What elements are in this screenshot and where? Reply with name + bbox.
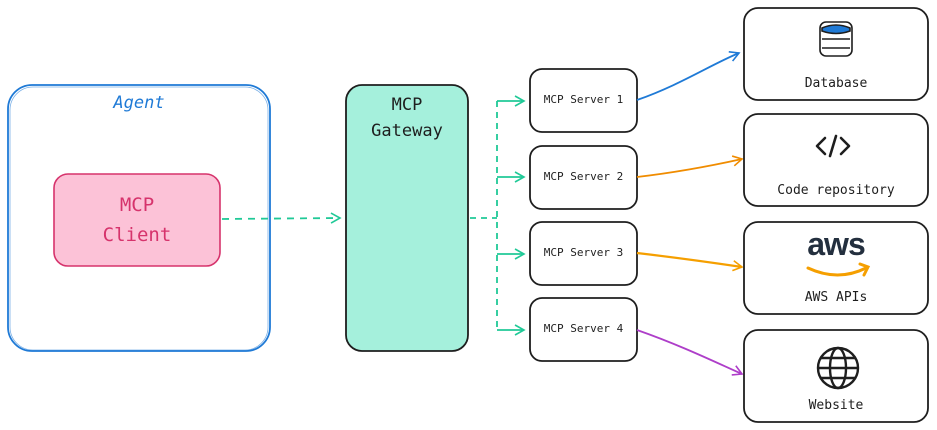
mcp-gateway-box	[345, 84, 469, 352]
website-box	[743, 329, 929, 423]
mcp-gateway-label-line-2: Gateway	[371, 121, 443, 141]
agent-box-sketch-line	[9, 86, 269, 351]
mcp-server-1-box	[529, 68, 638, 133]
server-4-to-website-arrow	[636, 329, 744, 376]
aws-apis-box	[743, 221, 929, 315]
mcp-server-4-box	[529, 297, 638, 362]
aws-logo-icon: aws	[807, 226, 865, 262]
aws-smile-icon	[806, 262, 871, 277]
mcp-server-1-label: MCP Server 1	[543, 93, 624, 106]
mcp-gateway-label-line-1: MCP	[391, 95, 423, 115]
mcp-client-label-line-1: MCP	[119, 194, 155, 216]
database-icon	[819, 21, 853, 57]
mcp-server-2-box	[529, 145, 638, 210]
mcp-server-4-label: MCP Server 4	[543, 322, 624, 335]
mcp-server-3-label: MCP Server 3	[543, 246, 624, 259]
mcp-client-label-line-2: Client	[102, 224, 172, 246]
client-to-gateway-connector	[221, 212, 342, 224]
mcp-client-label: MCP Client	[54, 190, 220, 250]
agent-label: Agent	[113, 93, 165, 113]
aws-apis-label: AWS APIs	[804, 290, 868, 305]
server-3-to-aws-apis-arrow	[636, 251, 744, 272]
code-repository-box	[743, 113, 929, 207]
website-label: Website	[808, 398, 864, 413]
database-label: Database	[804, 76, 868, 91]
code-repository-label: Code repository	[777, 183, 895, 198]
mcp-server-2-label: MCP Server 2	[543, 170, 624, 183]
server-1-to-database-arrow	[636, 51, 741, 101]
globe-icon	[816, 346, 860, 390]
mcp-gateway-label: MCP Gateway	[346, 92, 468, 144]
gateway-fanout-connectors	[470, 95, 526, 336]
server-2-to-code-repository-arrow	[636, 155, 744, 178]
mcp-client-box	[53, 173, 221, 267]
code-icon	[815, 134, 851, 158]
agent-box	[7, 84, 271, 352]
